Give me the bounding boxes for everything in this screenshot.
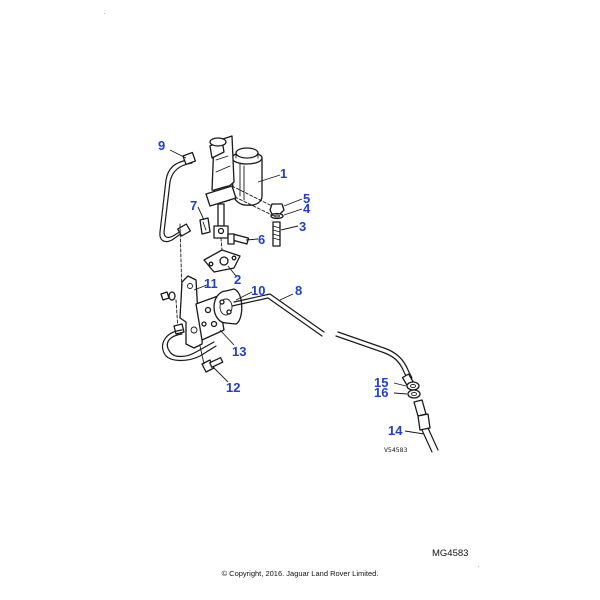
part-4-washer xyxy=(270,212,284,220)
copyright-notice: © Copyright, 2016. Jaguar Land Rover Lim… xyxy=(221,569,379,578)
leader-lines xyxy=(169,149,425,435)
part-5-nut xyxy=(269,203,285,215)
part-11-bracket xyxy=(179,275,205,349)
part-16-washer xyxy=(407,389,421,399)
callout-8: 8 xyxy=(295,283,302,298)
part-3-stud xyxy=(272,221,281,247)
part-7-clip xyxy=(199,217,211,235)
part-12-bolt xyxy=(199,345,224,373)
scan-speck xyxy=(478,566,479,567)
part-6-bolt xyxy=(227,233,250,245)
callout-15: 15 xyxy=(374,375,388,390)
callout-14: 14 xyxy=(388,423,403,438)
callout-11: 11 xyxy=(204,276,218,291)
part-2-gasket xyxy=(203,249,241,273)
callout-12: 12 xyxy=(226,380,240,395)
callout-1: 1 xyxy=(280,166,287,181)
callout-3: 3 xyxy=(299,219,306,234)
part-1-master-cylinder xyxy=(205,135,263,239)
part-8-clutch-pipe xyxy=(161,293,414,386)
callout-13: 13 xyxy=(232,344,246,359)
callout-2: 2 xyxy=(234,272,241,287)
callout-5: 5 xyxy=(303,191,310,206)
callout-16: 16 xyxy=(374,385,388,400)
part-15-washer xyxy=(406,381,420,391)
callout-10: 10 xyxy=(251,283,265,298)
part-9-feed-pipe xyxy=(159,151,197,243)
drawing-reference-code: V54583 xyxy=(384,446,408,454)
callout-6: 6 xyxy=(258,232,265,247)
scan-speck xyxy=(104,13,105,14)
callout-9: 9 xyxy=(158,138,165,153)
part-14-flexible-hose xyxy=(413,399,439,453)
part-10-damper xyxy=(213,288,243,325)
callout-7: 7 xyxy=(190,198,197,213)
figure-code: MG4583 xyxy=(432,548,469,559)
callouts: 1 2 3 4 5 6 7 8 9 10 11 12 13 14 15 16 xyxy=(158,138,403,438)
callout-4: 4 xyxy=(303,201,311,216)
